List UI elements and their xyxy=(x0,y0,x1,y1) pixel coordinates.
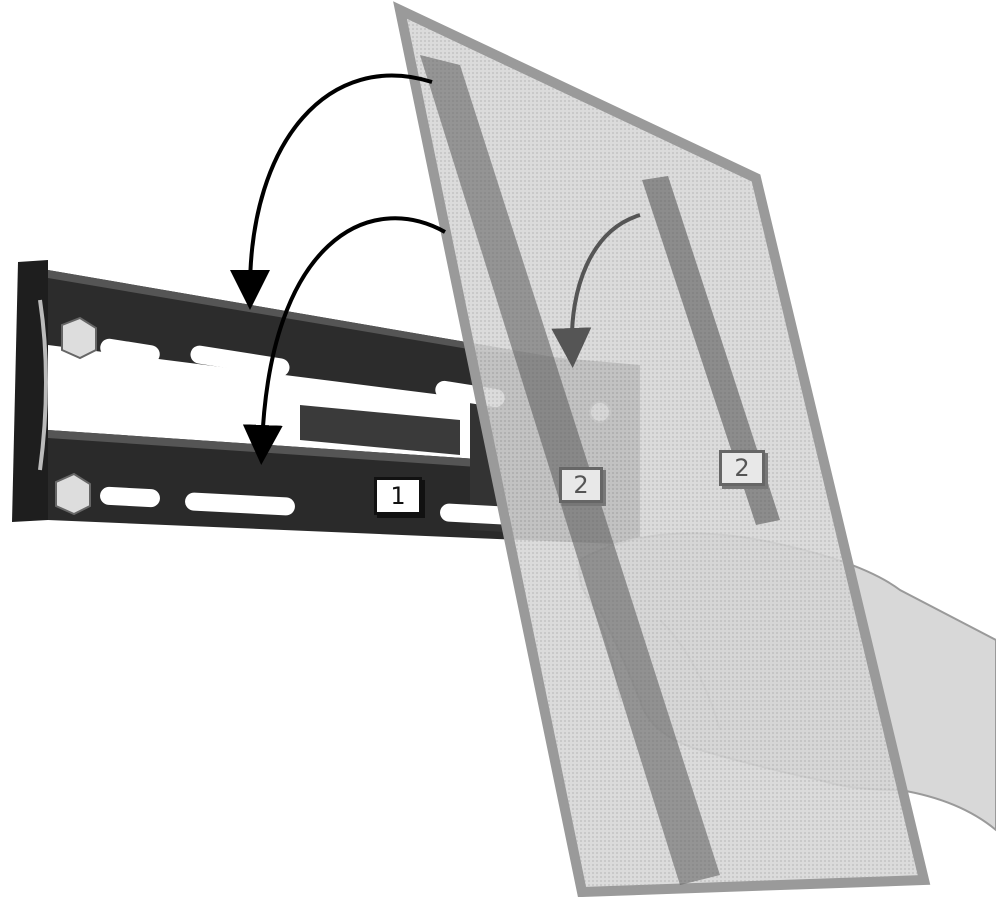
curved-arrow-down-icon xyxy=(250,76,432,290)
step-2-label-left: 2 xyxy=(559,467,603,503)
step-2-label-right: 2 xyxy=(719,450,765,486)
step-1-label: 1 xyxy=(374,477,422,515)
